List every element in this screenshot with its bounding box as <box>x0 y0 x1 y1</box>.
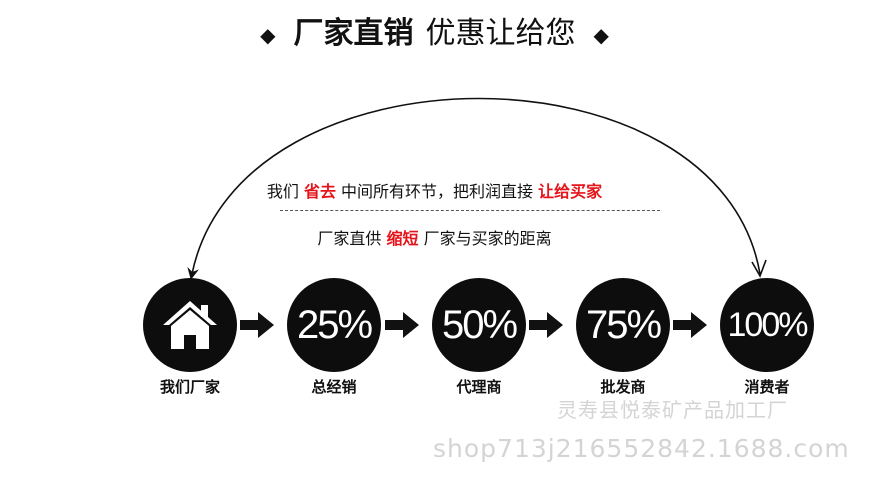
percent-75: 75% <box>585 302 662 347</box>
watermark-company: 灵寿县悦泰矿产品加工厂 <box>557 398 788 422</box>
percent-50: 50% <box>441 302 518 347</box>
dashed-divider <box>280 210 660 211</box>
diamond-right-icon: ◆ <box>593 22 609 47</box>
title-light: 优惠让给您 <box>425 16 576 51</box>
message-line-2: 厂家直供 缩短 厂家与买家的距离 <box>0 225 869 249</box>
circle-wholesaler: 75% <box>576 278 670 372</box>
percent-25: 25% <box>296 302 373 347</box>
line2-text-b: 厂家与买家的距离 <box>418 229 552 248</box>
arrow-right-icon <box>529 312 563 338</box>
percent-100: 100% <box>727 305 809 344</box>
arrow-right-icon <box>385 312 419 338</box>
line2-text-a: 厂家直供 <box>317 229 387 248</box>
arrow-right-icon <box>673 312 707 338</box>
diamond-left-icon: ◆ <box>260 22 276 47</box>
line1-text-a: 我们 <box>266 182 304 201</box>
label-general-distributor: 总经销 <box>311 378 357 396</box>
message-line-1: 我们 省去 中间所有环节，把利润直接 让给买家 <box>0 178 869 202</box>
circle-agent: 50% <box>432 278 526 372</box>
arc-path <box>187 97 761 280</box>
line2-red: 缩短 <box>386 229 419 248</box>
arrow-right-icon <box>240 312 274 338</box>
page-title: ◆ 厂家直销优惠让给您 ◆ <box>0 12 869 57</box>
arc-start-arrow <box>751 259 767 278</box>
circle-consumer: 100% <box>720 278 814 372</box>
line1-text-b: 中间所有环节，把利润直接 <box>335 182 539 201</box>
line1-red-a: 省去 <box>303 182 336 201</box>
label-factory: 我们厂家 <box>159 378 220 396</box>
line1-red-b: 让给买家 <box>538 182 603 201</box>
label-wholesaler: 批发商 <box>600 378 646 396</box>
factory-circle <box>143 278 237 372</box>
watermark-shop-url: shop713j216552842.1688.com <box>433 434 850 463</box>
label-consumer: 消费者 <box>744 378 790 396</box>
label-agent: 代理商 <box>456 378 502 396</box>
circle-general-distributor: 25% <box>287 278 381 372</box>
house-icon <box>163 301 217 349</box>
title-bold: 厂家直销 <box>293 16 414 51</box>
